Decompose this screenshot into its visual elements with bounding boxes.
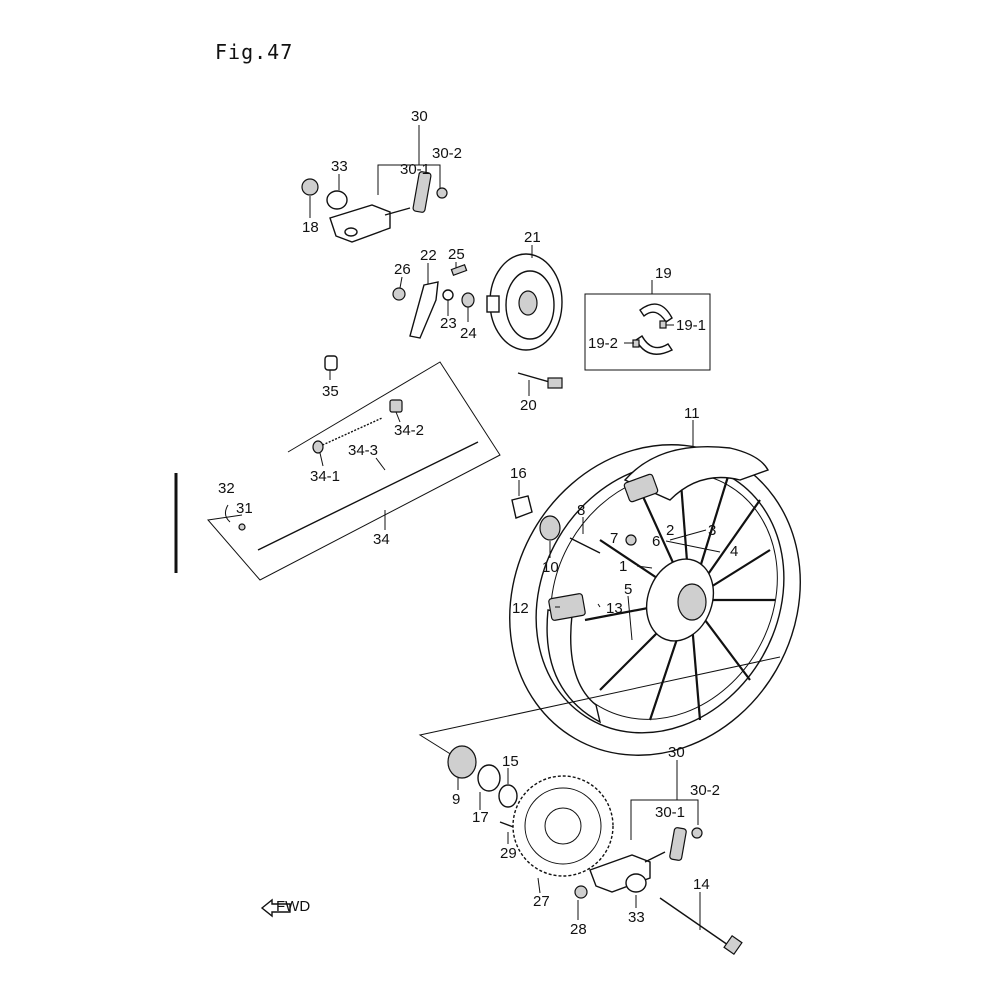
callout-4: 4 [730,543,738,560]
callout-10: 10 [542,559,559,576]
callout-27: 27 [533,893,550,910]
callout-30-1-lower: 30-1 [655,804,685,821]
callout-25: 25 [448,246,465,263]
callout-19: 19 [655,265,672,282]
leader-lines [309,174,721,930]
callout-30: 30 [411,108,428,125]
callout-23: 23 [440,315,457,332]
callout-30-lower: 30 [668,744,685,761]
tire-cutaway-bottom [546,593,602,724]
callout-labels: 30 30-2 30-1 33 18 21 22 25 26 23 24 19 … [218,108,738,938]
callout-24: 24 [460,325,477,342]
callout-13: 13 [606,600,623,617]
callout-6: 6 [652,533,660,550]
callout-8: 8 [577,502,585,519]
rear-axle [659,897,743,956]
forward-arrow-badge: FWD [260,898,310,918]
callout-22: 22 [420,247,437,264]
callout-34-2: 34-2 [394,422,424,439]
callout-34-1: 34-1 [310,468,340,485]
callout-19-1: 19-1 [676,317,706,334]
figure-title: Fig.47 [215,40,294,64]
callout-21: 21 [524,229,541,246]
callout-15: 15 [502,753,519,770]
callout-17: 17 [472,809,489,826]
hub-bearings-lower [447,745,518,829]
callout-20: 20 [520,397,537,414]
callout-35: 35 [322,383,339,400]
callout-30-2: 30-2 [432,145,462,162]
callout-7: 7 [610,530,618,547]
callout-34: 34 [373,531,390,548]
callout-5: 5 [624,581,632,598]
brake-shoe-box [584,293,711,371]
rear-sprocket [512,775,614,877]
callout-18: 18 [302,219,319,236]
callout-32: 32 [218,480,235,497]
brake-arm [392,264,475,339]
callout-9: 9 [452,791,460,808]
callout-26: 26 [394,261,411,278]
callout-12: 12 [512,600,529,617]
callout-16: 16 [510,465,527,482]
callout-11: 11 [684,405,700,422]
callout-34-3: 34-3 [348,442,378,459]
chain-adjuster-top [301,125,448,243]
callout-1: 1 [619,558,627,575]
rear-wheel [509,444,801,756]
callout-33: 33 [331,158,348,175]
callout-30-2-lower: 30-2 [690,782,720,799]
callout-30-1: 30-1 [400,161,430,178]
axle-spacers [511,495,637,554]
tire-cutaway-top [623,445,769,503]
brake-camshaft [517,372,563,389]
callout-2: 2 [666,522,674,539]
callout-14: 14 [693,876,710,893]
callout-31: 31 [236,500,253,517]
chain-adjuster-bottom [574,760,703,899]
callout-33-lower: 33 [628,909,645,926]
brake-panel [486,245,563,351]
fwd-label: FWD [276,898,310,915]
callout-19-2: 19-2 [588,335,618,352]
callout-3: 3 [708,522,716,539]
callout-28: 28 [570,921,587,938]
callout-29: 29 [500,845,517,862]
